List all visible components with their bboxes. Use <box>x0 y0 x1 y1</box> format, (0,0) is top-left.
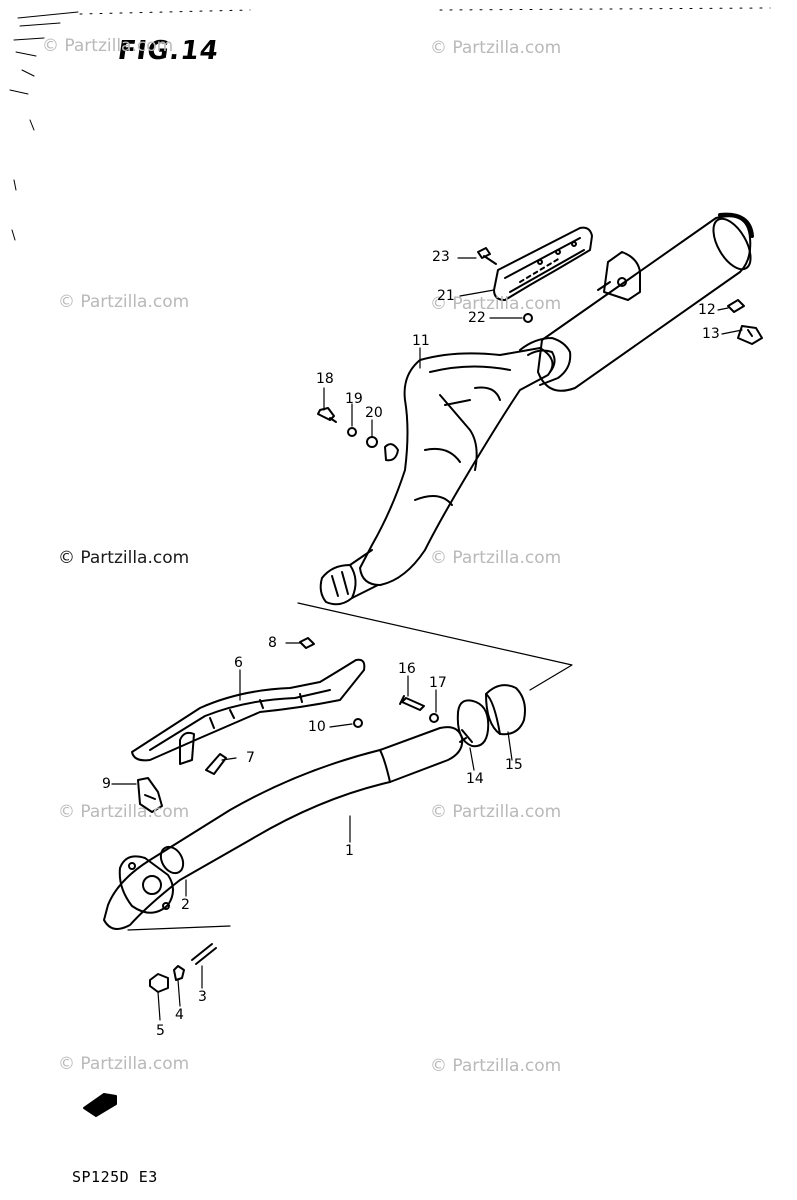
callout-3: 3 <box>198 989 207 1005</box>
clamp-14 <box>456 699 490 748</box>
washer-4 <box>173 965 185 981</box>
nut-5 <box>149 973 169 993</box>
callout-10: 10 <box>308 719 326 735</box>
callout-5: 5 <box>156 1023 165 1039</box>
callout-13: 13 <box>702 326 720 342</box>
upper-heat-shield <box>493 226 593 301</box>
reference-line-upper <box>297 602 573 691</box>
part-9 <box>137 777 163 813</box>
watermark: © Partzilla.com <box>430 38 562 58</box>
callout-21: 21 <box>437 288 455 304</box>
callout-16: 16 <box>398 661 416 677</box>
callout-1: 1 <box>345 843 354 859</box>
watermark: © Partzilla.com <box>430 294 562 314</box>
part-13 <box>737 325 763 345</box>
callout-9: 9 <box>102 776 111 792</box>
muffler-assembly <box>319 212 754 606</box>
watermark-prominent: © Partzilla.com <box>58 548 190 568</box>
washer-19 <box>347 427 357 437</box>
watermark: © Partzilla.com <box>58 292 190 312</box>
callout-14: 14 <box>466 771 484 787</box>
bolt-16 <box>399 695 425 711</box>
model-code: SP125D E3 <box>72 1168 158 1186</box>
part-10 <box>353 718 363 728</box>
callout-12: 12 <box>698 302 716 318</box>
exhaust-pipe <box>103 726 464 930</box>
callout-18: 18 <box>316 371 334 387</box>
lower-heat-shield <box>131 658 366 765</box>
callout-6: 6 <box>234 655 243 671</box>
callout-8: 8 <box>268 635 277 651</box>
callout-15: 15 <box>505 757 523 773</box>
watermark: © Partzilla.com <box>430 548 562 568</box>
nut-17 <box>429 713 439 723</box>
direction-arrow-icon <box>83 1093 117 1117</box>
connector-15 <box>485 684 526 736</box>
callout-11: 11 <box>412 333 430 349</box>
callout-19: 19 <box>345 391 363 407</box>
watermark: © Partzilla.com <box>58 1054 190 1074</box>
nut-20 <box>366 436 378 448</box>
part-7 <box>205 753 227 775</box>
callout-2: 2 <box>181 897 190 913</box>
watermark: © Partzilla.com <box>58 802 190 822</box>
scan-noise <box>9 7 771 241</box>
gasket-2 <box>159 845 185 875</box>
bolt-18 <box>317 407 337 423</box>
leader-lines <box>111 257 743 1021</box>
callout-4: 4 <box>175 1007 184 1023</box>
callout-23: 23 <box>432 249 450 265</box>
watermark: © Partzilla.com <box>430 802 562 822</box>
part-12 <box>727 299 745 313</box>
callout-17: 17 <box>429 675 447 691</box>
reference-line-lower <box>127 925 231 931</box>
part-8 <box>299 637 315 649</box>
bolt-23 <box>477 247 497 265</box>
stud-3 <box>191 943 217 965</box>
callout-22: 22 <box>468 310 486 326</box>
callout-20: 20 <box>365 405 383 421</box>
watermark: © Partzilla.com <box>42 36 174 56</box>
callout-7: 7 <box>246 750 255 766</box>
nut-22 <box>523 313 533 323</box>
watermark: © Partzilla.com <box>430 1056 562 1076</box>
